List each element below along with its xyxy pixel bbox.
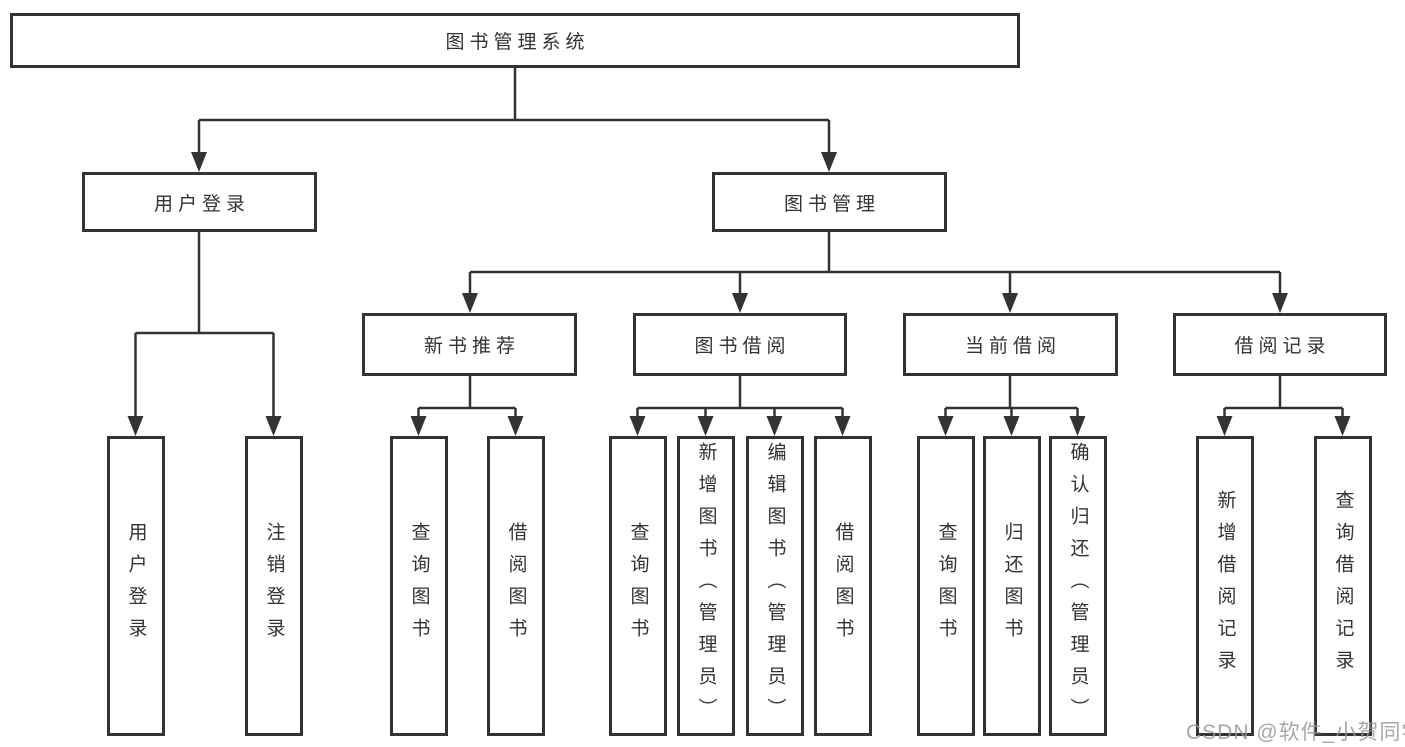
watermark: CSDN @软件_小贺同学 bbox=[1186, 721, 1405, 744]
leaf-borrow-book-label: 借阅图书 bbox=[832, 522, 854, 650]
leaf-query-book-borrow-label: 查询图书 bbox=[627, 522, 649, 650]
leaf-query-book-current: 查询图书 bbox=[917, 436, 975, 736]
leaf-add-borrow-record: 新增借阅记录 bbox=[1196, 436, 1254, 736]
leaf-add-book-admin: 新增图书（管理员） bbox=[677, 436, 735, 736]
node-borrow-records: 借阅记录 bbox=[1173, 313, 1387, 376]
node-root: 图书管理系统 bbox=[10, 13, 1020, 68]
connector-root bbox=[197, 67, 831, 154]
connector-current-borrow bbox=[944, 376, 1079, 418]
leaf-add-borrow-record-label: 新增借阅记录 bbox=[1214, 490, 1236, 682]
leaf-return-book: 归还图书 bbox=[983, 436, 1041, 736]
leaf-borrow-book: 借阅图书 bbox=[814, 436, 872, 736]
leaf-user-login: 用户登录 bbox=[107, 436, 165, 736]
node-current-borrow: 当前借阅 bbox=[903, 313, 1118, 376]
leaf-borrow-book-recommend-label: 借阅图书 bbox=[505, 522, 527, 650]
arrowheads bbox=[127, 152, 1351, 436]
node-user-login: 用户登录 bbox=[82, 172, 317, 232]
leaf-query-book-borrow: 查询图书 bbox=[609, 436, 667, 736]
leaf-logout: 注销登录 bbox=[245, 436, 303, 736]
node-book-management: 图书管理 bbox=[712, 172, 947, 232]
leaf-query-borrow-record-label: 查询借阅记录 bbox=[1332, 490, 1354, 682]
node-book-borrow: 图书借阅 bbox=[633, 313, 847, 376]
leaf-logout-label: 注销登录 bbox=[263, 522, 285, 650]
leaf-query-book-current-label: 查询图书 bbox=[935, 522, 957, 650]
connector-new-book bbox=[417, 376, 517, 418]
connector-book-borrow bbox=[636, 376, 844, 418]
leaf-query-book-recommend-label: 查询图书 bbox=[408, 522, 430, 650]
leaf-edit-book-admin-label: 编辑图书（管理员） bbox=[764, 442, 786, 730]
connector-borrow-records bbox=[1223, 376, 1344, 418]
leaf-query-book-recommend: 查询图书 bbox=[390, 436, 448, 736]
leaf-confirm-return-admin-label: 确认归还（管理员） bbox=[1067, 442, 1089, 730]
connector-book-management bbox=[468, 232, 1282, 295]
leaf-borrow-book-recommend: 借阅图书 bbox=[487, 436, 545, 736]
leaf-user-login-label: 用户登录 bbox=[125, 522, 147, 650]
leaf-add-book-admin-label: 新增图书（管理员） bbox=[695, 442, 717, 730]
leaf-return-book-label: 归还图书 bbox=[1001, 522, 1023, 650]
leaf-query-borrow-record: 查询借阅记录 bbox=[1314, 436, 1372, 736]
connector-user-login bbox=[134, 232, 275, 418]
leaf-edit-book-admin: 编辑图书（管理员） bbox=[746, 436, 804, 736]
node-new-book-recommend: 新书推荐 bbox=[362, 313, 577, 376]
leaf-confirm-return-admin: 确认归还（管理员） bbox=[1049, 436, 1107, 736]
